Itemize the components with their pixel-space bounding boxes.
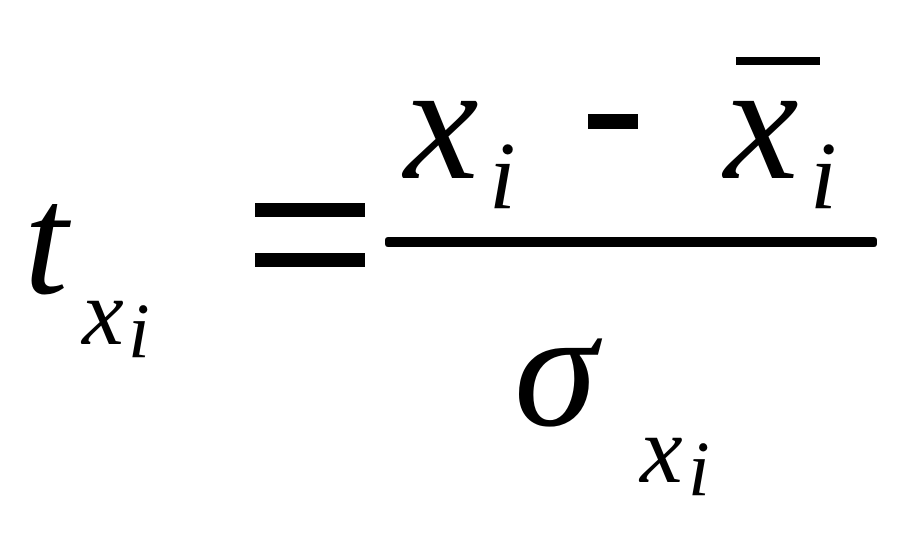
numerator-x-mean-index: i <box>810 122 837 229</box>
sigma-symbol: σ <box>514 276 597 462</box>
mean-overline <box>736 57 820 65</box>
numerator-x-index: i <box>489 122 516 229</box>
t-subscript-i: i <box>128 287 150 374</box>
fraction-line <box>385 237 877 247</box>
equals-bar-top <box>255 203 365 217</box>
equals-bar-bottom <box>255 253 365 267</box>
t-symbol: t <box>24 153 68 328</box>
sigma-subscript-i: i <box>688 425 710 512</box>
t-subscript-x: x <box>82 261 124 365</box>
numerator-x: x <box>404 29 479 215</box>
minus-sign <box>588 114 638 129</box>
numerator-x-mean: x <box>724 29 799 215</box>
sigma-subscript-x: x <box>640 396 683 503</box>
